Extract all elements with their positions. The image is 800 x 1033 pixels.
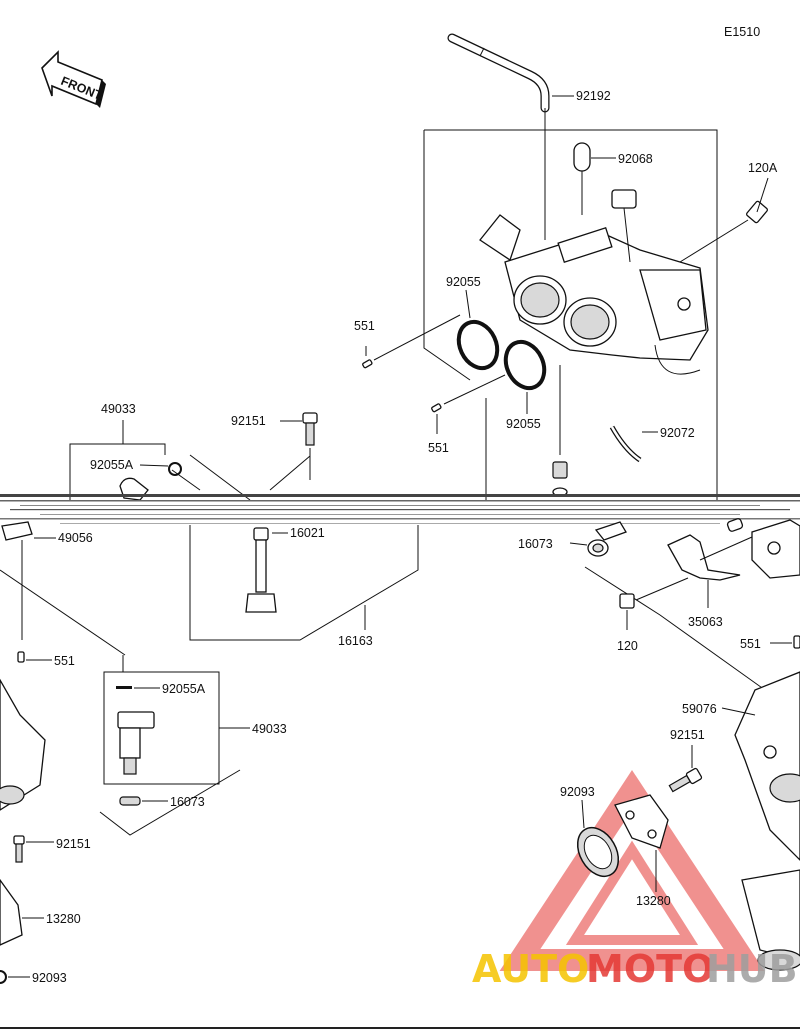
label-92072: 92072 — [660, 426, 695, 440]
label-49033-box: 49033 — [252, 722, 287, 736]
o-ring-92055a-box — [116, 686, 160, 689]
front-arrow-icon — [41, 50, 106, 108]
vacuum-hose — [447, 33, 550, 240]
bottom-border — [0, 1027, 800, 1029]
bolt-120 — [619, 577, 689, 630]
svg-text:MOTO: MOTO — [586, 947, 714, 991]
bracket-49056 — [1, 521, 56, 640]
dowel-pin-mid — [431, 374, 506, 434]
svg-text:HUB: HUB — [706, 947, 798, 991]
holder-13280-right — [614, 794, 669, 892]
label-49056: 49056 — [58, 531, 93, 545]
pressure-regulator — [245, 527, 288, 613]
label-551-mid: 551 — [428, 441, 449, 455]
svg-text:AUTO: AUTO — [472, 947, 589, 991]
intake-right — [734, 671, 800, 971]
label-59076: 59076 — [682, 702, 717, 716]
label-92151-top: 92151 — [231, 414, 266, 428]
label-120a: 120A — [748, 161, 778, 175]
seal-16073-right — [569, 521, 627, 557]
injector-box-part — [117, 711, 155, 775]
label-13280-right: 13280 — [636, 894, 671, 908]
label-92068: 92068 — [618, 152, 653, 166]
label-551-lower-left: 551 — [54, 654, 75, 668]
label-120: 120 — [617, 639, 638, 653]
assembly-bracket — [423, 129, 718, 500]
label-16021: 16021 — [290, 526, 325, 540]
label-92055a-box: 92055A — [162, 682, 206, 696]
bolt-92151-right — [668, 745, 703, 793]
fuel-rail-bracket — [189, 525, 419, 641]
throttle-body — [479, 189, 709, 375]
label-551-left: 551 — [354, 319, 375, 333]
label-16163: 16163 — [338, 634, 373, 648]
hose-clamp — [609, 425, 658, 463]
injector-group-bracket — [69, 420, 251, 501]
seal-16073-low — [119, 796, 168, 806]
bolt-120a — [679, 177, 769, 263]
label-92151-left: 92151 — [56, 837, 91, 851]
o-ring-92093-left — [0, 970, 30, 984]
o-ring-92093-right — [576, 799, 620, 877]
watermark-text: AUTO MOTO HUB — [472, 947, 798, 991]
label-16073-low: 16073 — [170, 795, 205, 809]
o-ring-lower — [503, 339, 547, 391]
bolt-92151-left — [13, 835, 54, 863]
cap-part — [573, 142, 591, 215]
throttle-nut — [552, 365, 568, 497]
label-13280-left: 13280 — [46, 912, 81, 926]
dowel-pin-right — [770, 635, 800, 649]
bolt-92151-top — [269, 412, 318, 491]
label-92055-top: 92055 — [446, 275, 481, 289]
dowel-pin-left — [362, 314, 461, 369]
label-92093-left: 92093 — [32, 971, 67, 985]
label-16073-right: 16073 — [518, 537, 553, 551]
intake-left — [0, 678, 46, 811]
holder-13280-left — [0, 878, 44, 946]
label-92093-right: 92093 — [560, 785, 595, 799]
bracket-35063 — [667, 534, 753, 608]
o-ring-92055a-top — [139, 462, 182, 476]
watermark-logo — [499, 770, 765, 971]
sensor-right — [726, 518, 800, 579]
label-92151-right: 92151 — [670, 728, 705, 742]
label-551-right: 551 — [740, 637, 761, 651]
diagram-code: E1510 — [724, 25, 760, 39]
scan-artifact-band — [0, 494, 800, 524]
label-92192: 92192 — [576, 89, 611, 103]
label-49033-top: 49033 — [101, 402, 136, 416]
label-92055a-top: 92055A — [90, 458, 134, 472]
o-ring-upper — [456, 319, 500, 371]
label-35063: 35063 — [688, 615, 723, 629]
label-92055-low: 92055 — [506, 417, 541, 431]
dowel-pin-lower-left — [17, 651, 52, 663]
injector-box — [103, 655, 250, 785]
